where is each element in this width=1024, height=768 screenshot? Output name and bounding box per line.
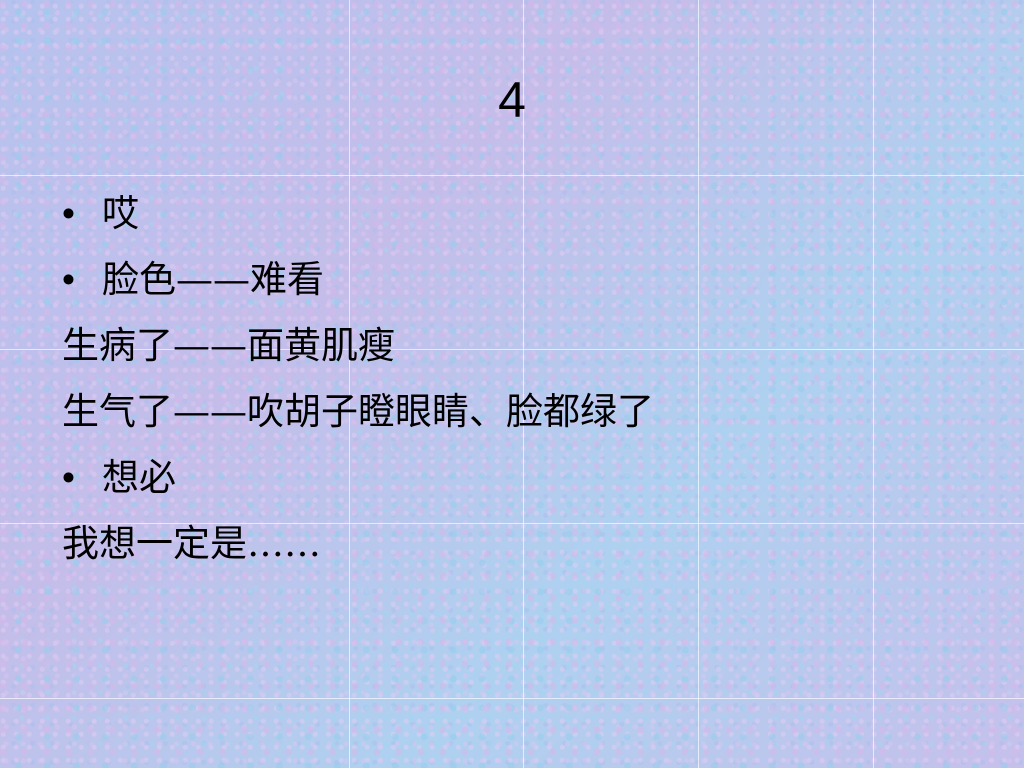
bullet-marker: •	[62, 193, 75, 234]
body-line: 生病了——面黄肌瘦	[62, 317, 962, 383]
slide-title: 4	[498, 72, 526, 128]
body-text: 我想一定是……	[62, 522, 321, 565]
bullet-text: 哎	[102, 192, 139, 235]
tile-divider	[0, 175, 1024, 176]
body-text: 生病了——面黄肌瘦	[62, 324, 395, 367]
bullet-item: •哎	[62, 185, 962, 251]
body-text: 生气了——吹胡子瞪眼睛、脸都绿了	[62, 390, 654, 433]
bullet-marker: •	[62, 259, 75, 300]
tile-divider	[0, 698, 1024, 699]
slide-body: •哎 •脸色——难看 生病了——面黄肌瘦 生气了——吹胡子瞪眼睛、脸都绿了 •想…	[62, 185, 962, 581]
bullet-item: • 想必	[62, 449, 962, 515]
bullet-text: 脸色——难看	[102, 258, 324, 301]
bullet-item: • 脸色——难看	[62, 251, 962, 317]
body-line: 生气了——吹胡子瞪眼睛、脸都绿了	[62, 383, 962, 449]
bullet-marker: •	[62, 457, 75, 498]
bullet-text: 想必	[102, 456, 176, 499]
body-line: 我想一定是……	[62, 515, 962, 581]
